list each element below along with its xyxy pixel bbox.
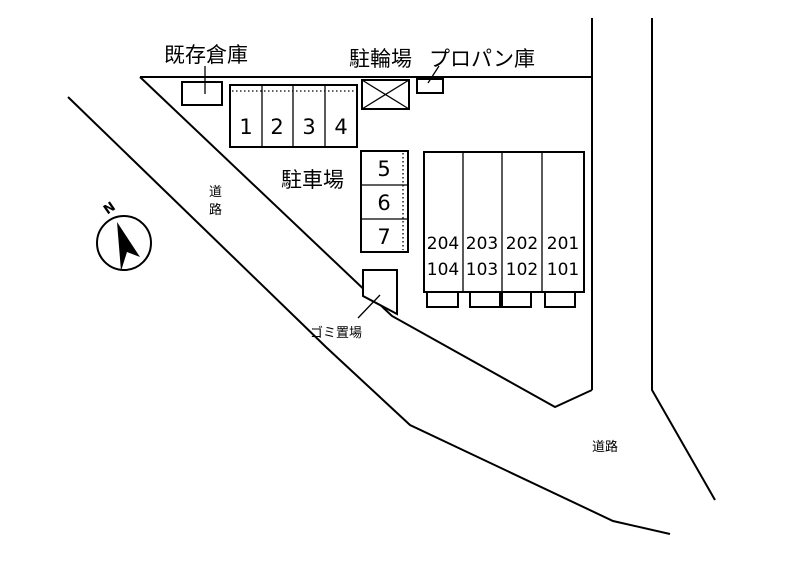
road-edges xyxy=(67,18,716,535)
parking-column xyxy=(360,150,409,253)
room-104: 104 xyxy=(427,260,459,280)
road-label-left-1: 道 xyxy=(209,185,222,200)
room-102: 102 xyxy=(506,260,538,280)
road-label-bottom: 道路 xyxy=(592,439,618,455)
room-204: 204 xyxy=(427,234,459,254)
parking-label: 駐車場 xyxy=(281,168,344,192)
room-103: 103 xyxy=(466,260,498,280)
propane-storage-label: プロパン庫 xyxy=(429,47,535,71)
north-arrow-icon xyxy=(96,215,152,271)
north-label: N xyxy=(101,199,119,218)
bicycle-parking-area xyxy=(361,79,410,110)
room-203: 203 xyxy=(466,234,498,254)
bicycle-parking-label: 駐輪場 xyxy=(349,47,412,71)
existing-storage-box xyxy=(181,81,223,106)
parking-space-2: 2 xyxy=(270,115,283,139)
room-202: 202 xyxy=(506,234,538,254)
garbage-area-label: ゴミ置場 xyxy=(310,325,362,341)
parking-space-5: 5 xyxy=(377,157,390,181)
room-101: 101 xyxy=(547,260,579,280)
parking-space-7: 7 xyxy=(377,225,390,249)
existing-storage-label: 既存倉庫 xyxy=(164,43,248,67)
garbage-area-box xyxy=(362,269,398,316)
parking-space-3: 3 xyxy=(302,115,315,139)
parking-row-top xyxy=(229,84,358,148)
apartment-building xyxy=(423,151,585,293)
balconies xyxy=(426,291,576,308)
room-201: 201 xyxy=(547,234,579,254)
road-label-left-2: 路 xyxy=(209,202,222,218)
parking-space-1: 1 xyxy=(239,115,252,139)
parking-space-4: 4 xyxy=(334,115,347,139)
site-boundary xyxy=(139,18,593,409)
parking-space-6: 6 xyxy=(377,191,390,215)
